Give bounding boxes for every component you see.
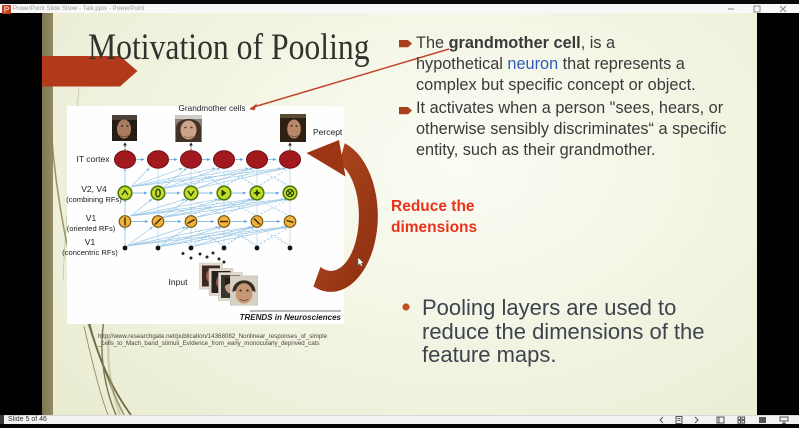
svg-text:V2, V4: V2, V4 <box>81 184 107 194</box>
svg-text:(combining RFs): (combining RFs) <box>66 195 122 204</box>
svg-text:(concentric RFs): (concentric RFs) <box>62 248 118 257</box>
svg-text:Input: Input <box>169 277 189 287</box>
svg-text:V1: V1 <box>85 237 96 247</box>
svg-text:Percept: Percept <box>313 127 343 137</box>
svg-text:(oriented RFs): (oriented RFs) <box>67 224 116 233</box>
svg-text:IT cortex: IT cortex <box>77 154 111 164</box>
svg-text:V1: V1 <box>86 213 97 223</box>
svg-text:TRENDS in Neurosciences: TRENDS in Neurosciences <box>240 313 342 322</box>
svg-text:Grandmother cells: Grandmother cells <box>179 104 246 113</box>
svg-text:P: P <box>4 6 9 15</box>
